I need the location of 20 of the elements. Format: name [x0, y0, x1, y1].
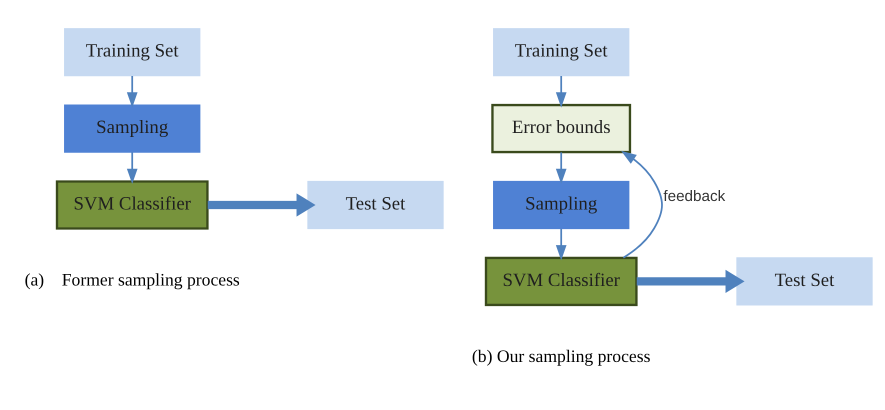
node-box: Test Set: [736, 257, 873, 306]
arrow: [556, 76, 567, 108]
node-box: Error bounds: [491, 104, 632, 154]
node-box: SVM Classifier: [56, 180, 209, 230]
arrow: [126, 152, 138, 184]
arrow: [126, 76, 138, 108]
node-box: Sampling: [493, 180, 630, 230]
label: (b) Our sampling process: [472, 346, 650, 366]
arrow: [556, 152, 567, 184]
node-box: Test Set: [307, 180, 444, 230]
arrow: [636, 270, 745, 294]
label: (a) Former sampling process: [24, 270, 240, 290]
node-box: Training Set: [493, 28, 630, 76]
arrow: [208, 193, 316, 217]
arrow: [621, 150, 663, 258]
edge-label: feedback: [663, 188, 726, 205]
node-box: Training Set: [64, 28, 200, 76]
node-box: SVM Classifier: [484, 256, 638, 306]
node-box: Sampling: [64, 104, 200, 153]
arrow: [556, 228, 567, 260]
